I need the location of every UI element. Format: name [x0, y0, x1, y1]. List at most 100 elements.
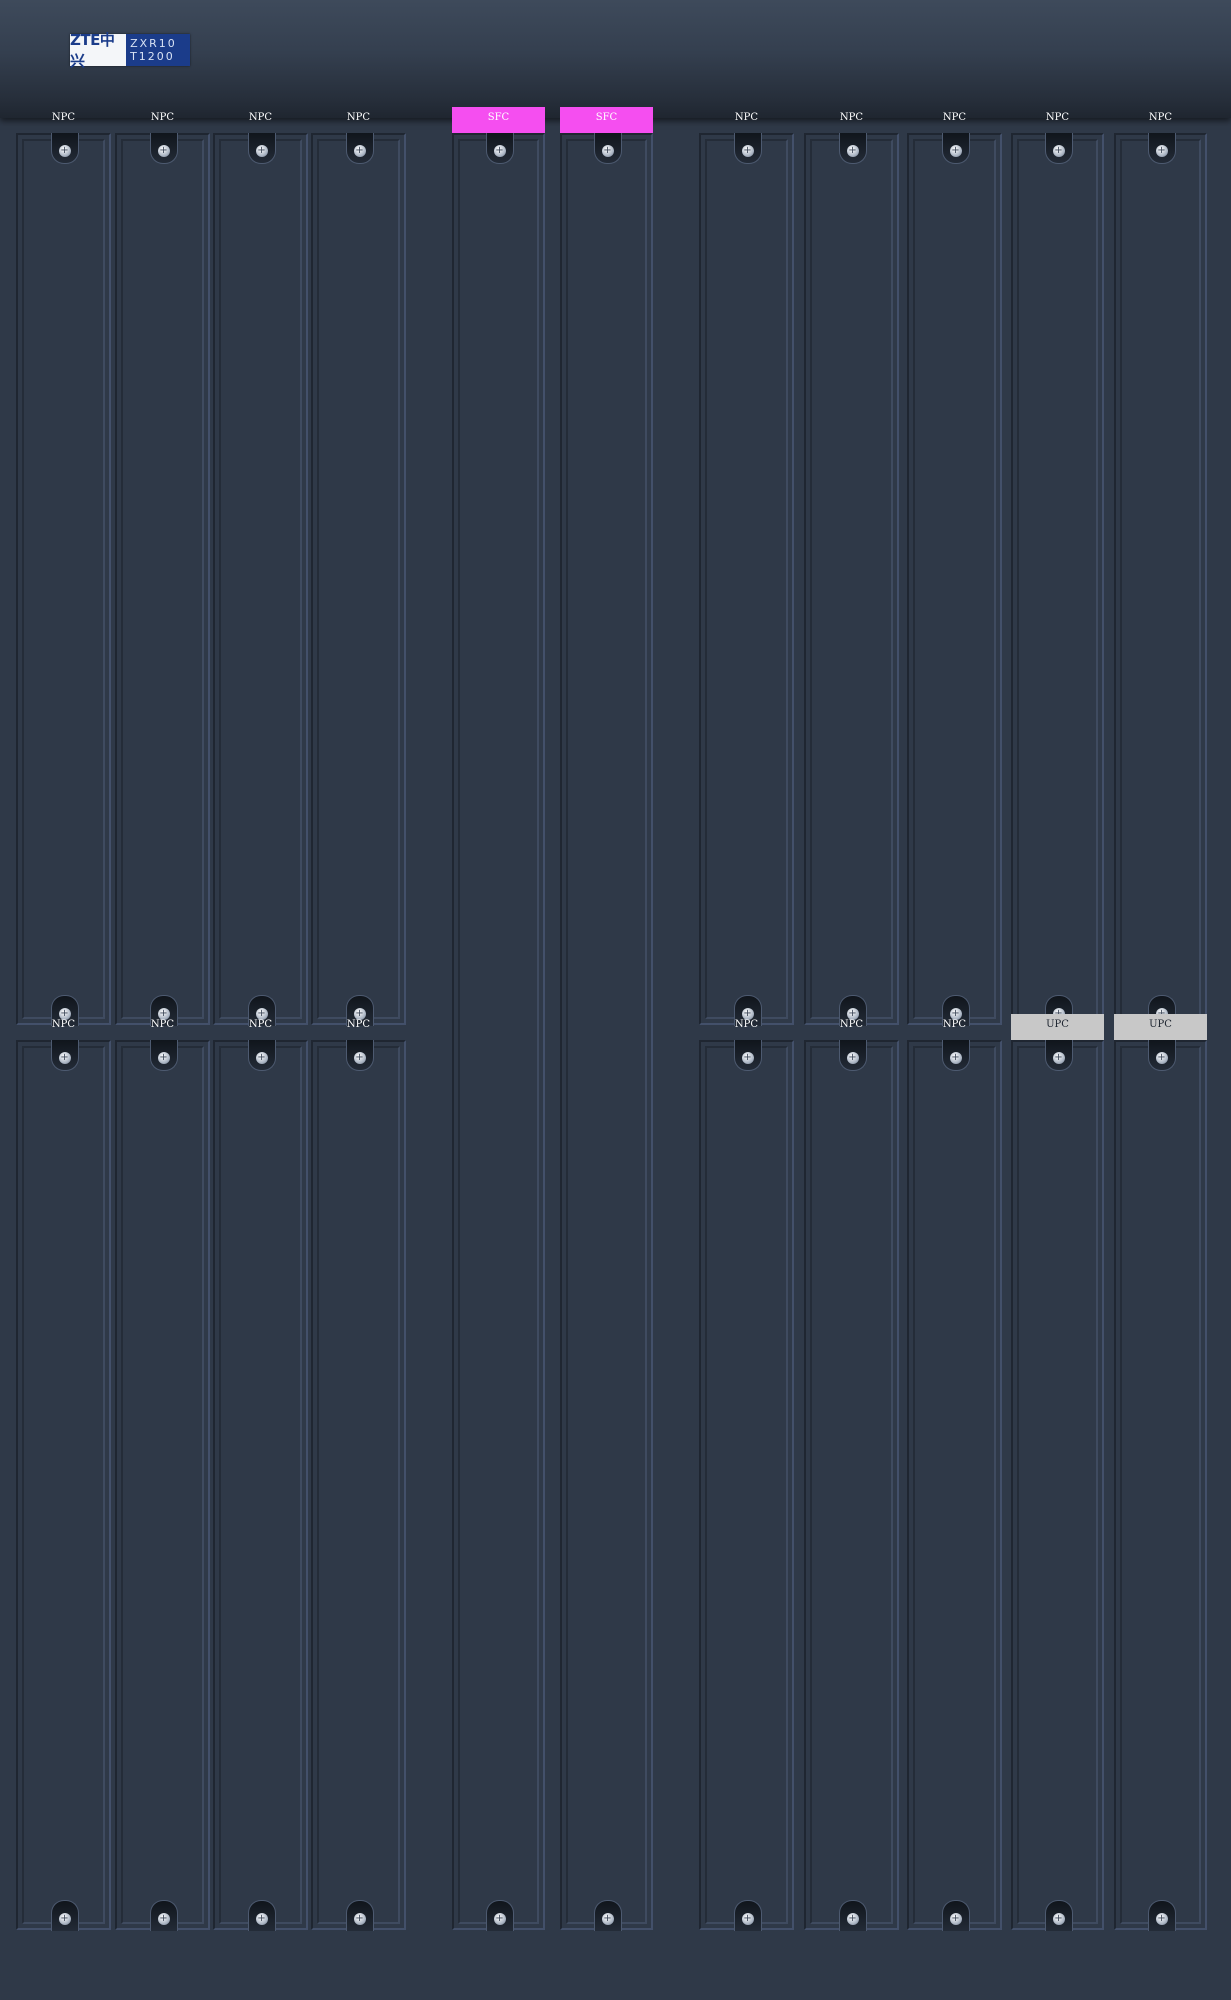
slot-npc[interactable]: NPC++ [213, 1014, 308, 1931]
screw-head-icon: + [846, 145, 859, 157]
slot-npc[interactable]: NPC++ [1114, 107, 1207, 1026]
top-screw-icon: + [1044, 133, 1073, 164]
top-screw-icon: + [941, 133, 970, 164]
bottom-screw-icon: + [1147, 1900, 1176, 1931]
slot-npc[interactable]: NPC + + [311, 107, 406, 1026]
bottom-screw-icon: + [247, 995, 276, 1026]
slot-panel-inner [810, 1046, 893, 1924]
slot-panel [560, 133, 653, 1930]
logo-model: ZXR10 T1200 [126, 34, 190, 66]
slot-npc[interactable]: NPC++ [804, 107, 899, 1026]
slot-panel-inner [1120, 1046, 1201, 1924]
slot-npc[interactable]: NPC + + [699, 1014, 794, 1931]
slot-panel [907, 1040, 1002, 1930]
bottom-screw-icon: + [733, 995, 762, 1026]
screw-head-icon: + [353, 1913, 366, 1925]
screw-head-icon: + [157, 1913, 170, 1925]
slot-panel [311, 133, 406, 1025]
slot-panel-inner [705, 139, 788, 1019]
top-screw-icon: + [485, 133, 514, 164]
slot-upc[interactable]: UPC++ [1114, 1014, 1207, 1931]
slot-panel-inner [22, 139, 105, 1019]
slot-panel-inner [121, 1046, 204, 1924]
screw-head-icon: + [353, 1052, 366, 1064]
bottom-screw-icon: + [485, 1900, 514, 1931]
slot-panel [311, 1040, 406, 1930]
slot-label: NPC [734, 1019, 759, 1030]
slot-sfc[interactable]: SFC + + [452, 107, 545, 1931]
screw-head-icon: + [949, 1008, 962, 1020]
slot-panel [115, 133, 210, 1025]
slot-npc[interactable]: NPC + + [804, 1014, 899, 1931]
bottom-screw-icon: + [733, 1900, 762, 1931]
logo-brand: ZTE中兴 [70, 31, 127, 70]
top-screw-icon: + [1044, 1040, 1073, 1071]
screw-head-icon: + [741, 145, 754, 157]
top-screw-icon: + [733, 1040, 762, 1071]
slot-panel-inner [913, 139, 996, 1019]
top-screw-icon: + [838, 1040, 867, 1071]
bottom-screw-icon: + [838, 995, 867, 1026]
slot-label: UPC [1046, 1019, 1069, 1030]
slot-npc[interactable]: NPC++ [907, 107, 1002, 1026]
slot-label: NPC [942, 1019, 967, 1030]
logo-model-line2: T1200 [130, 50, 175, 63]
slot-panel [804, 133, 899, 1025]
screw-head-icon: + [601, 145, 614, 157]
top-screw-icon: + [838, 133, 867, 164]
slot-npc[interactable]: NPC + + [115, 1014, 210, 1931]
slot-npc[interactable]: NPC++ [16, 107, 111, 1026]
slot-panel [1011, 1040, 1104, 1930]
bottom-screw-icon: + [50, 1900, 79, 1931]
screw-head-icon: + [58, 1008, 71, 1020]
screw-head-icon: + [1052, 1052, 1065, 1064]
slot-panel-inner [913, 1046, 996, 1924]
top-screw-icon: + [149, 1040, 178, 1071]
top-screw-icon: + [941, 1040, 970, 1071]
slot-label: NPC [346, 112, 371, 123]
slot-label: NPC [150, 112, 175, 123]
slot-label: NPC [150, 1019, 175, 1030]
screw-head-icon: + [255, 1913, 268, 1925]
slot-panel-inner [219, 139, 302, 1019]
screw-head-icon: + [255, 1052, 268, 1064]
slot-panel-inner [121, 139, 204, 1019]
screw-head-icon: + [1155, 145, 1168, 157]
screw-head-icon: + [601, 1913, 614, 1925]
slot-npc[interactable]: NPC++ [311, 1014, 406, 1931]
slot-npc[interactable]: NPC++ [115, 107, 210, 1026]
screw-head-icon: + [493, 145, 506, 157]
screw-head-icon: + [353, 1008, 366, 1020]
slot-panel [452, 133, 545, 1930]
slot-label: NPC [51, 1019, 76, 1030]
top-screw-icon: + [1147, 1040, 1176, 1071]
slot-panel-inner [22, 1046, 105, 1924]
slot-label: SFC [487, 112, 510, 123]
slot-panel-inner [1017, 139, 1098, 1019]
slot-sfc[interactable]: SFC++ [560, 107, 653, 1931]
slot-upc[interactable]: UPC++ [1011, 1014, 1104, 1931]
screw-head-icon: + [949, 1052, 962, 1064]
slot-panel [213, 133, 308, 1025]
slot-label: NPC [839, 1019, 864, 1030]
screw-head-icon: + [255, 145, 268, 157]
slot-npc[interactable]: NPC++ [1011, 107, 1104, 1026]
screw-head-icon: + [1155, 1052, 1168, 1064]
slot-npc[interactable]: NPC++ [907, 1014, 1002, 1931]
slot-panel-inner [705, 1046, 788, 1924]
bottom-screw-icon: + [838, 1900, 867, 1931]
slot-npc[interactable]: NPC + + [213, 107, 308, 1026]
slot-panel-inner [458, 139, 539, 1924]
bottom-screw-icon: + [941, 995, 970, 1026]
slot-npc[interactable]: NPC + + [699, 107, 794, 1026]
screw-head-icon: + [353, 145, 366, 157]
screw-head-icon: + [157, 145, 170, 157]
slot-npc[interactable]: NPC++ [16, 1014, 111, 1931]
slot-label: NPC [248, 112, 273, 123]
screw-head-icon: + [1052, 145, 1065, 157]
slot-label: NPC [734, 112, 759, 123]
screw-head-icon: + [157, 1052, 170, 1064]
slot-panel-inner [810, 139, 893, 1019]
slot-panel [804, 1040, 899, 1930]
slot-panel-inner [317, 139, 400, 1019]
